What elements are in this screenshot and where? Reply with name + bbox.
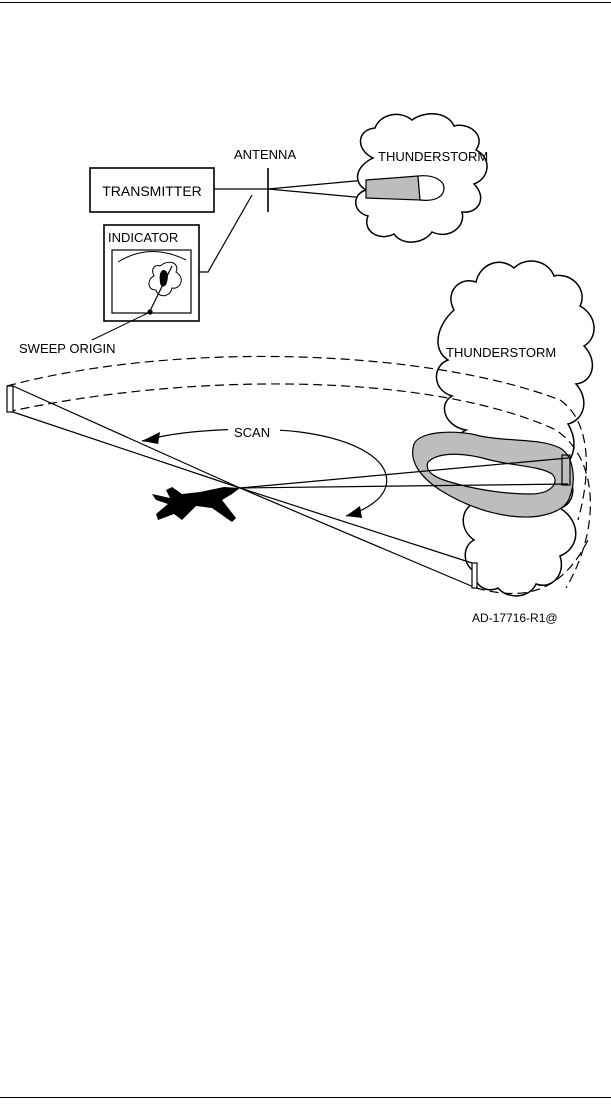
thunderstorm-label-large: THUNDERSTORM bbox=[446, 345, 556, 360]
sweep-origin-leader bbox=[91, 312, 149, 341]
figure-id-label: AD-17716-R1@ bbox=[472, 611, 558, 625]
sweep-origin-dot bbox=[147, 309, 153, 315]
thunderstorm-cloud-large bbox=[435, 260, 595, 597]
thunderstorm-label-small: THUNDERSTORM bbox=[378, 149, 488, 164]
indicator-sweep-line bbox=[148, 265, 173, 314]
scan-label: SCAN bbox=[234, 425, 270, 440]
beam-echo-small bbox=[365, 175, 421, 201]
indicator-range-arc bbox=[117, 251, 187, 263]
antenna-label: ANTENNA bbox=[234, 147, 296, 162]
indicator-box: INDICATOR bbox=[103, 224, 200, 322]
scan-arrow-arc bbox=[141, 428, 388, 517]
beam-end-bottom bbox=[471, 562, 478, 589]
scan-envelope-bottom-arc bbox=[475, 539, 589, 595]
scan-envelope-upper-arc bbox=[6, 355, 587, 521]
beam-tip-small bbox=[417, 175, 445, 201]
radar-beam-small bbox=[267, 179, 367, 199]
bottom-rule bbox=[0, 1097, 611, 1098]
indicator-echo-core bbox=[159, 270, 168, 287]
transmitter-box: TRANSMITTER bbox=[89, 167, 215, 213]
transmitter-label: TRANSMITTER bbox=[102, 183, 202, 199]
scan-envelope-lower-arc bbox=[6, 383, 591, 589]
indicator-label: INDICATOR bbox=[108, 230, 178, 245]
aircraft-silhouette bbox=[152, 487, 240, 522]
scan-arrowhead-left bbox=[142, 432, 160, 444]
scan-arrowhead-right bbox=[346, 506, 362, 518]
top-rule bbox=[0, 2, 611, 3]
beam-end-right bbox=[561, 454, 571, 486]
beam-end-left bbox=[6, 385, 14, 413]
sweep-origin-label: SWEEP ORIGIN bbox=[19, 341, 116, 356]
antenna-indicator-line bbox=[198, 194, 253, 273]
